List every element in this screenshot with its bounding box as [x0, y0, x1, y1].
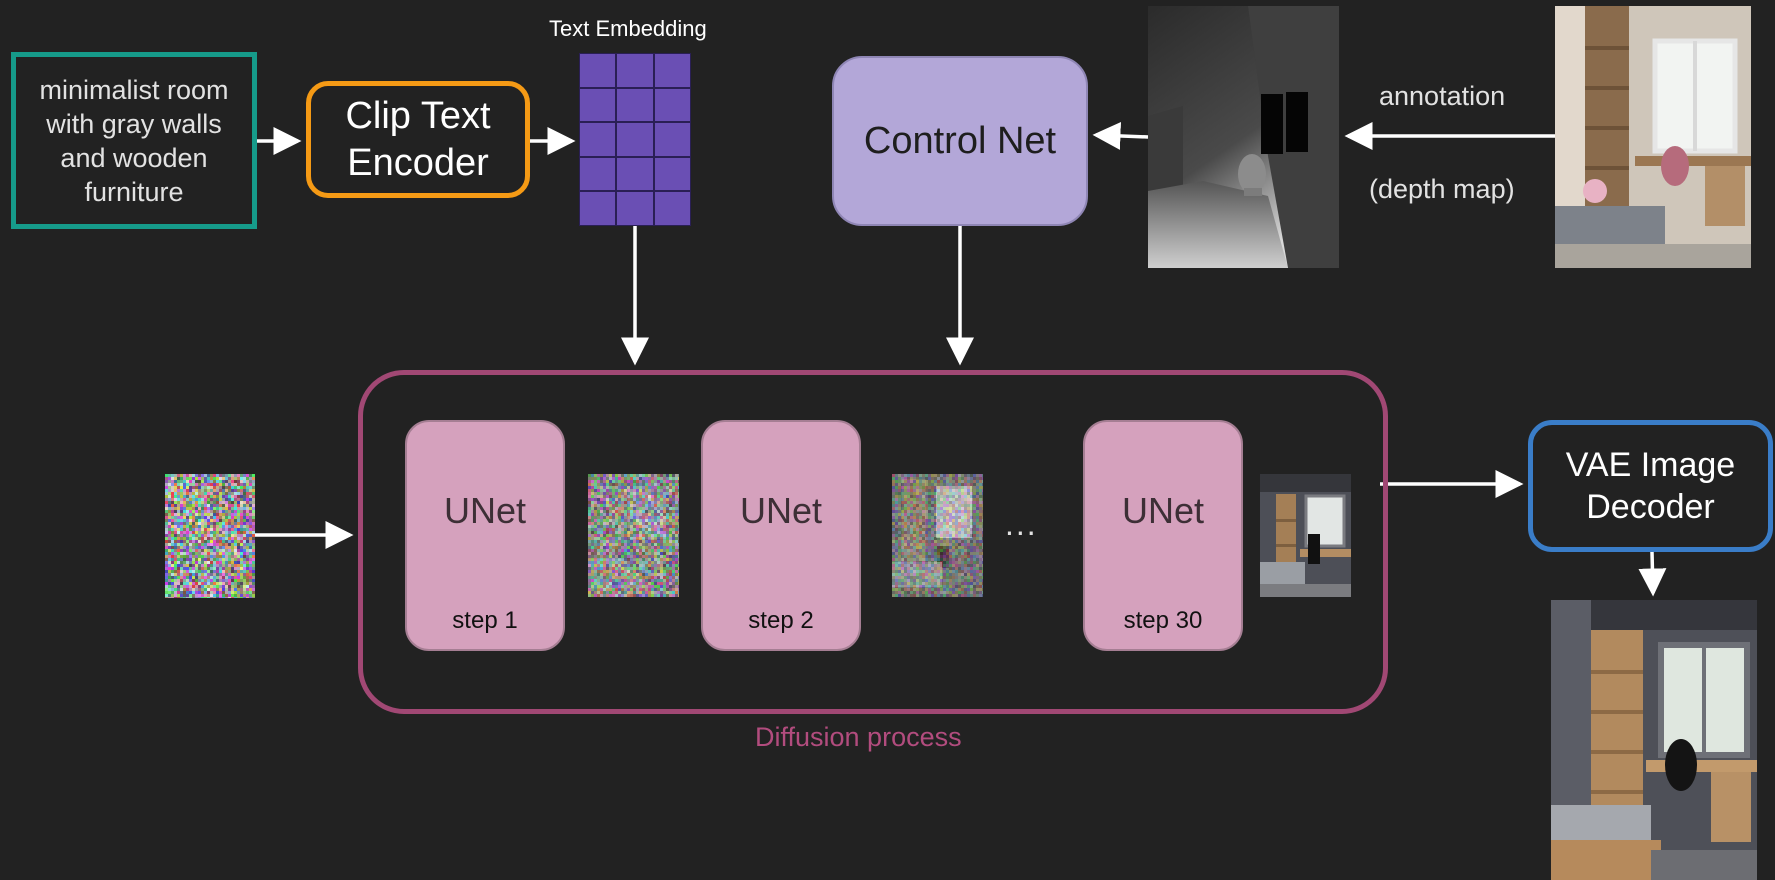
embedding-cell	[616, 53, 654, 88]
vae-label-line2: Decoder	[1586, 488, 1715, 526]
embedding-cell	[653, 53, 691, 88]
embedding-cell	[616, 122, 654, 157]
annotation-sublabel: (depth map)	[1369, 174, 1515, 204]
embedding-cell	[653, 156, 691, 192]
vae-label-line1: VAE Image	[1565, 446, 1736, 484]
prompt-box: minimalist room with gray walls and wood…	[11, 52, 257, 229]
embedding-cell	[616, 191, 654, 226]
latent-image-step-1	[588, 474, 679, 597]
diffusion-process-frame	[358, 370, 1388, 714]
unet-label: UNet	[739, 490, 823, 531]
unet-step-2-block: UNet step 2	[701, 420, 861, 651]
embedding-cell	[653, 191, 691, 226]
embedding-cell	[653, 87, 691, 123]
latent-image-step-30	[1260, 474, 1351, 597]
control-net-box: Control Net	[832, 56, 1088, 226]
embedding-cell	[653, 122, 691, 157]
annotation-label: annotation	[1379, 81, 1506, 111]
step-label: step 30	[1123, 607, 1203, 634]
room-photo-image	[1555, 6, 1751, 268]
noise-input-image	[165, 474, 255, 598]
control-net-label: Control Net	[863, 119, 1057, 162]
text-embedding-grid	[579, 53, 691, 226]
clip-text-encoder-box: Clip Text Encoder	[306, 81, 530, 198]
unet-label: UNet	[443, 490, 527, 531]
text-embedding-label: Text Embedding	[549, 16, 707, 41]
unet-step-1-block: UNet step 1	[405, 420, 565, 651]
clip-label-line1: Clip Text	[345, 94, 491, 137]
latent-image-step-2	[892, 474, 983, 597]
prompt-text: minimalist room with gray walls and wood…	[39, 74, 229, 207]
embedding-cell	[616, 87, 654, 123]
vae-image-decoder-box: VAE Image Decoder	[1528, 420, 1773, 552]
unet-label: UNet	[1121, 490, 1205, 531]
embedding-cell	[616, 156, 654, 192]
step-label: step 2	[748, 607, 814, 634]
depth-map-image	[1148, 6, 1339, 268]
arrow-vae-to-output	[1638, 551, 1667, 597]
embedding-cell	[579, 122, 617, 157]
embedding-cell	[579, 156, 617, 192]
diffusion-ellipsis: ...	[1005, 506, 1038, 542]
unet-step-30-block: UNet step 30	[1083, 420, 1243, 651]
diffusion-process-label: Diffusion process	[755, 722, 962, 752]
clip-label-line2: Encoder	[347, 141, 489, 184]
embedding-cell	[579, 53, 617, 88]
embedding-cell	[579, 191, 617, 226]
step-label: step 1	[452, 607, 518, 634]
output-room-image	[1551, 600, 1757, 880]
arrow-depth-to-control	[1092, 121, 1149, 150]
embedding-cell	[579, 87, 617, 123]
